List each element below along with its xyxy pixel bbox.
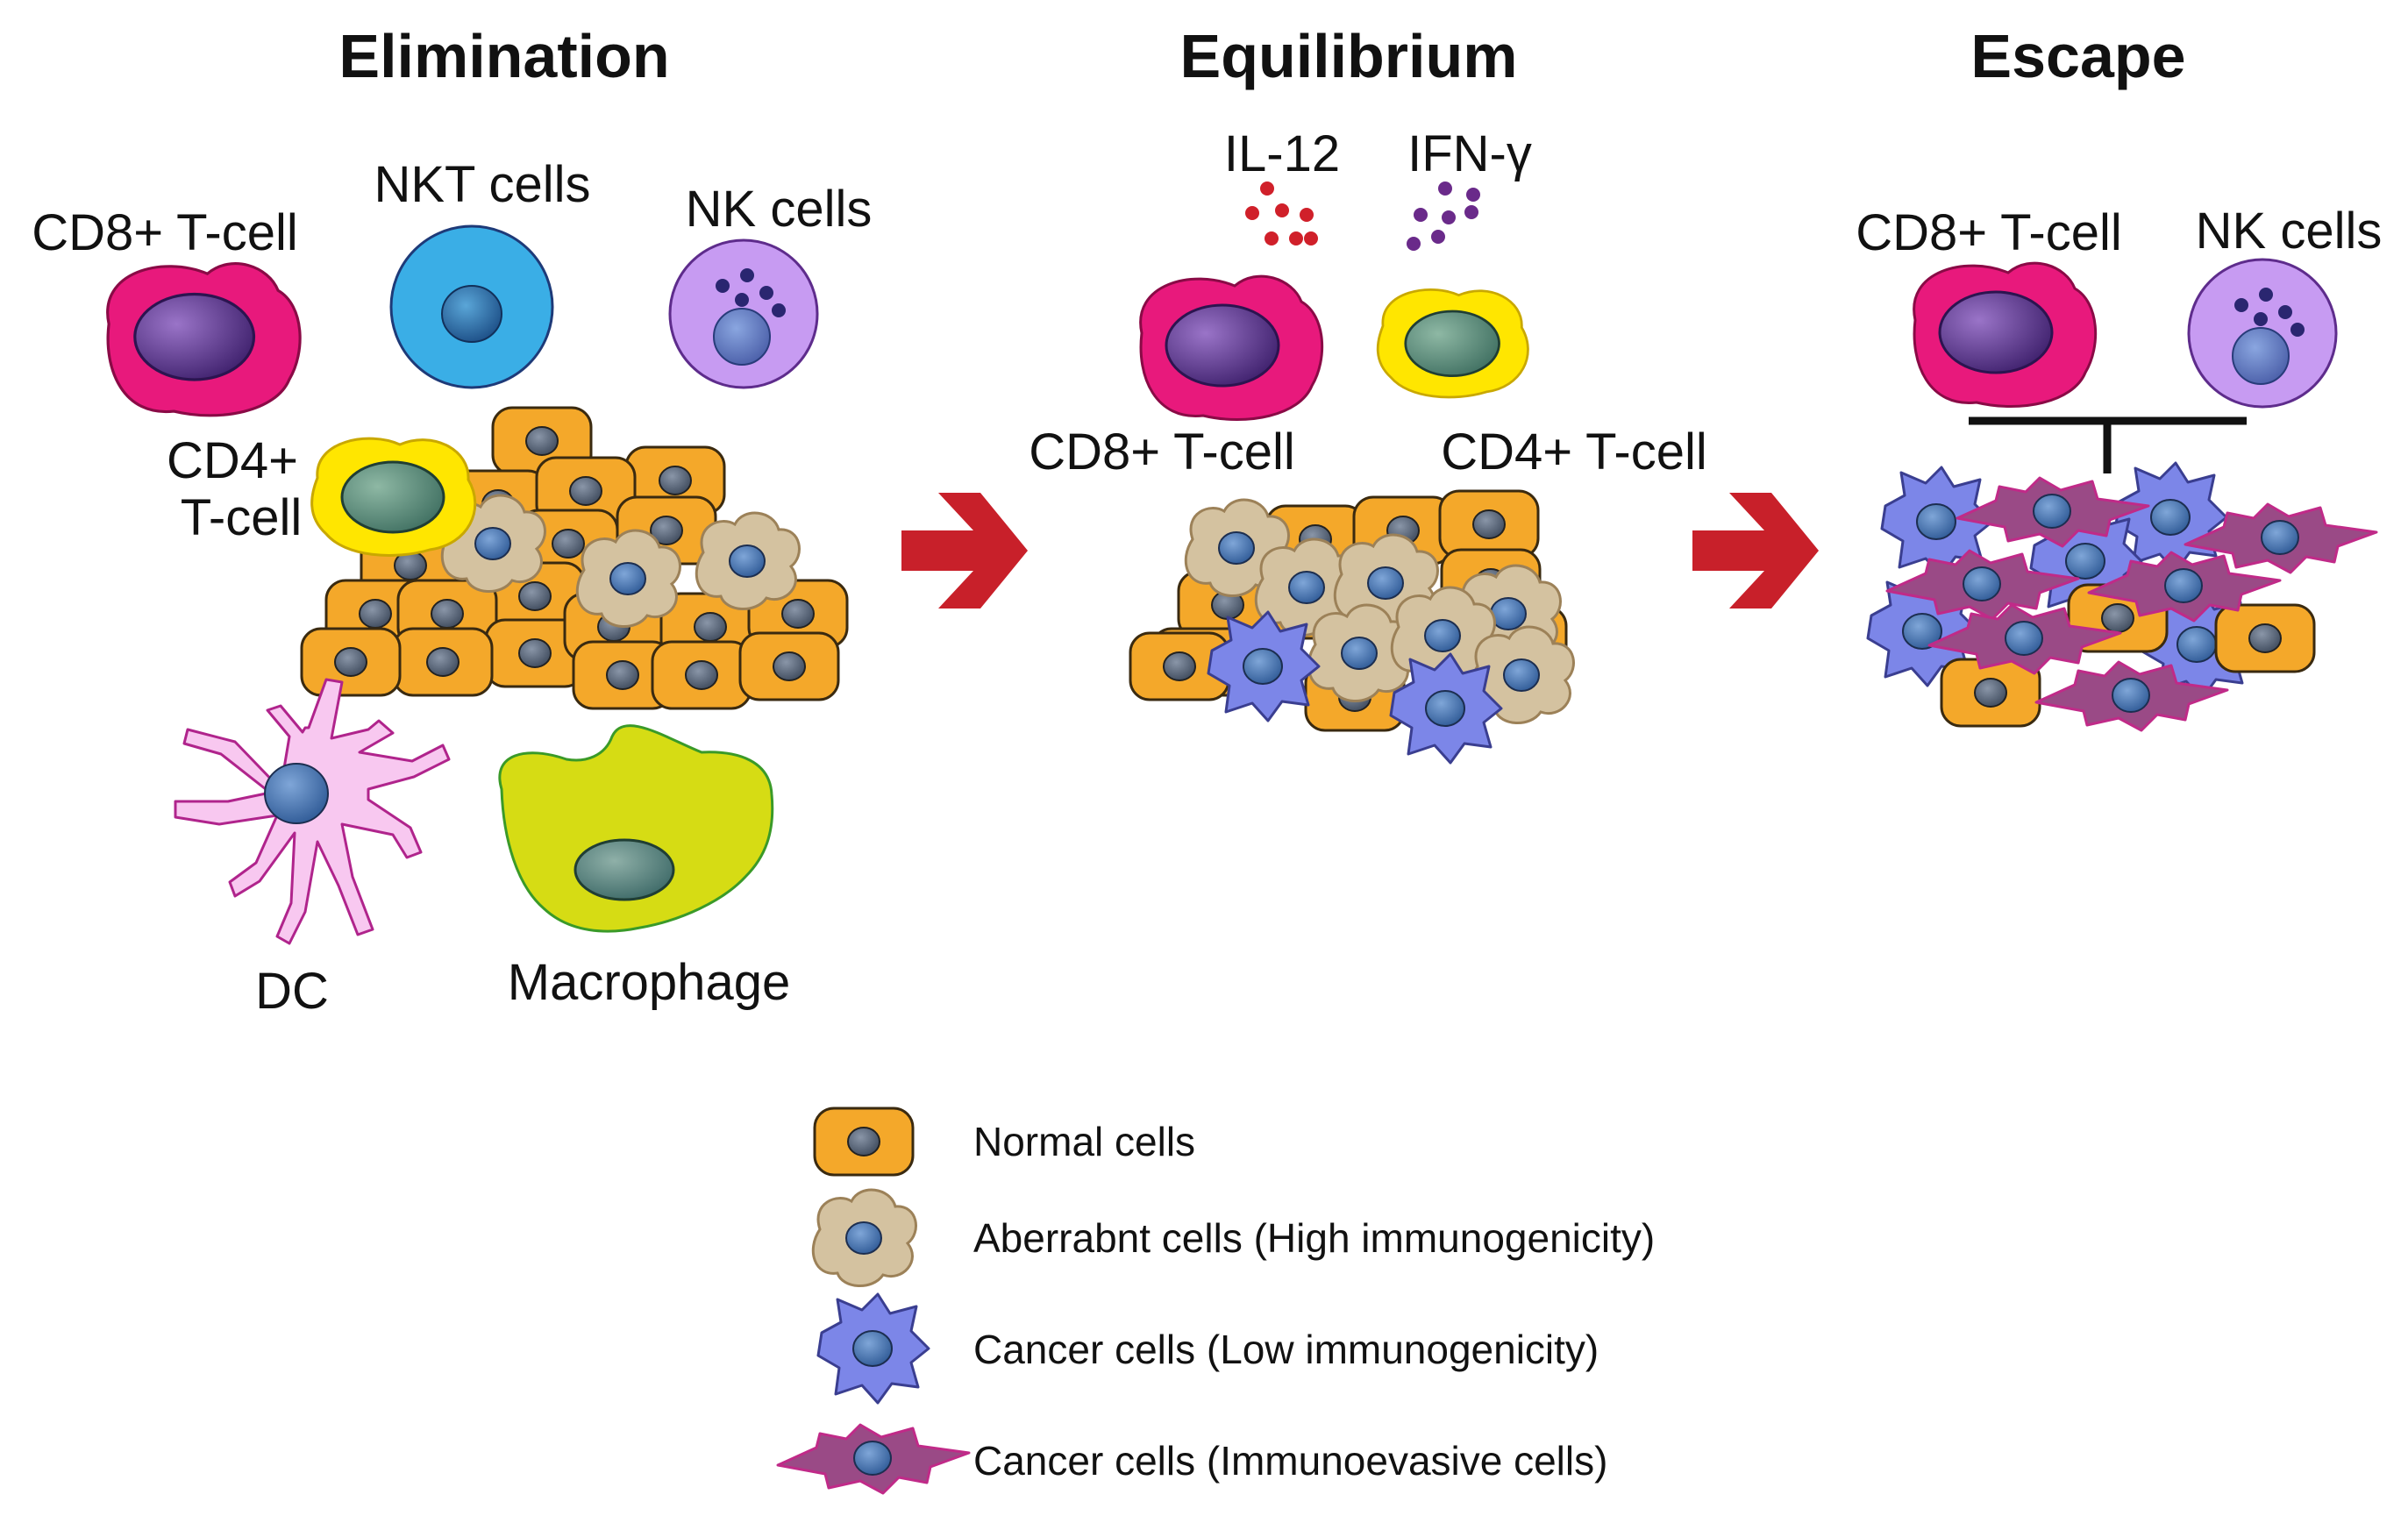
cd4-t-cell-icon	[310, 437, 477, 557]
cd8-t-cell-icon	[106, 262, 302, 417]
escape-nk-label: NK cells	[2196, 203, 2383, 260]
cd4-t-cell-icon	[1376, 288, 1529, 399]
escape-tissue-cluster	[1866, 461, 2378, 732]
normal-cell	[392, 627, 494, 697]
elimination-cd4-label-line2: T-cell	[181, 489, 303, 546]
legend-aberrant-cell-icon	[811, 1188, 917, 1288]
legend-cancer-low-icon	[816, 1292, 930, 1405]
normal-cell	[1438, 489, 1540, 559]
legend-cancer-low-label: Cancer cells (Low immunogenicity)	[973, 1327, 1599, 1372]
equilibrium-tissue-cluster	[1129, 489, 1575, 765]
equilibrium-panel: IL-12 IFN-γ CD8+ T-cell CD4+ T-cell	[1029, 125, 1707, 765]
escape-panel: CD8+ T-cell NK cells	[1856, 203, 2383, 732]
transition-arrow-icon	[901, 493, 1028, 608]
macrophage-label: Macrophage	[508, 954, 790, 1011]
legend-normal-label: Normal cells	[973, 1119, 1195, 1164]
normal-cell	[651, 640, 752, 710]
cd8-t-cell-icon	[1913, 261, 2098, 409]
normal-cell	[2214, 603, 2316, 673]
stage-title-equilibrium: Equilibrium	[1180, 22, 1518, 90]
inhibition-icon	[1969, 416, 2247, 473]
dendritic-cell-icon	[174, 678, 451, 945]
elimination-cd4-label-line1: CD4+	[167, 432, 298, 489]
elimination-panel: CD8+ T-cell NKT cells NK cells CD4+ T-ce…	[32, 156, 872, 1020]
legend-cancer-evasive-icon	[776, 1423, 971, 1495]
il12-label: IL-12	[1224, 125, 1340, 182]
stage-title-elimination: Elimination	[338, 22, 669, 90]
elimination-nk-label: NK cells	[686, 181, 873, 238]
cd8-t-cell-icon	[1139, 274, 1324, 422]
legend-cancer-evasive-label: Cancer cells (Immunoevasive cells)	[973, 1438, 1607, 1484]
legend-aberrant-label: Aberrabnt cells (High immunogenicity)	[973, 1215, 1655, 1261]
elimination-cd8-label: CD8+ T-cell	[32, 204, 298, 261]
nk-cell-icon	[668, 238, 819, 389]
il12-cytokine-dots-icon	[1245, 181, 1318, 246]
legend: Normal cells Aberrabnt cells (High immun…	[776, 1107, 1655, 1495]
stage-title-escape: Escape	[1970, 22, 2185, 90]
equilibrium-cd8-label: CD8+ T-cell	[1029, 423, 1295, 480]
macrophage-icon	[498, 724, 774, 933]
ifn-gamma-cytokine-dots-icon	[1407, 181, 1480, 251]
normal-cell	[738, 631, 840, 701]
legend-normal-cell-icon	[813, 1107, 915, 1177]
transition-arrow-icon	[1692, 493, 1819, 608]
escape-cd8-label: CD8+ T-cell	[1856, 204, 2122, 261]
nk-cell-icon	[2187, 258, 2338, 409]
equilibrium-cd4-label: CD4+ T-cell	[1441, 423, 1707, 480]
dc-label: DC	[255, 963, 329, 1020]
normal-cell	[300, 627, 402, 697]
elimination-nkt-label: NKT cells	[374, 156, 590, 213]
ifn-gamma-label: IFN-γ	[1407, 125, 1532, 182]
aberrant-cell	[695, 511, 801, 611]
nkt-cell-icon	[389, 224, 554, 389]
